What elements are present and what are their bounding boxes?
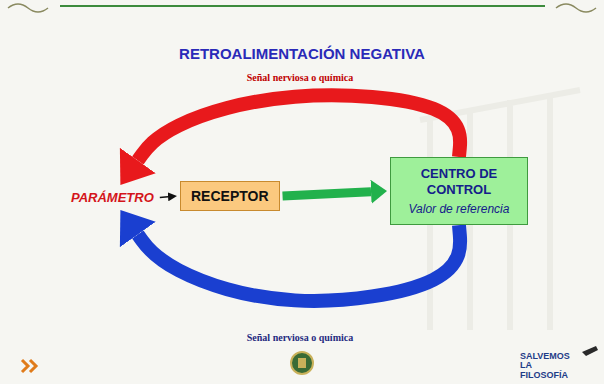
header-rule: [60, 5, 545, 7]
footer-brand: SALVEMOS LA FILOSOFÍA: [520, 352, 582, 380]
arrow-connector: [138, 95, 460, 160]
chevron-icon: [22, 360, 28, 372]
slide-title: RETROALIMENTACIÓN NEGATIVA: [0, 45, 604, 62]
process-box: CENTRO DE CONTROL Valor de referencia: [390, 157, 528, 225]
header-ornament: [8, 4, 48, 12]
chevron-icon: [30, 360, 36, 372]
parameter-node: PARÁMETRO: [68, 188, 157, 207]
brush-icon: [582, 346, 598, 356]
signal-label: Señal nerviosa o química: [190, 332, 410, 343]
node-label: PARÁMETRO: [71, 190, 154, 205]
logo-seal: [298, 358, 306, 368]
arrow-connector: [138, 225, 460, 301]
signal-label: Señal nerviosa o química: [190, 72, 410, 83]
process-box: RECEPTOR: [180, 181, 280, 211]
arrow-connector: [283, 192, 371, 196]
arrow-connector: [160, 196, 168, 198]
logo-seal: [291, 352, 313, 374]
node-subtitle: Valor de referencia: [403, 202, 515, 216]
node-label: RECEPTOR: [191, 188, 269, 204]
node-label: CENTRO DE CONTROL: [403, 166, 515, 197]
header-ornament: [556, 4, 596, 12]
